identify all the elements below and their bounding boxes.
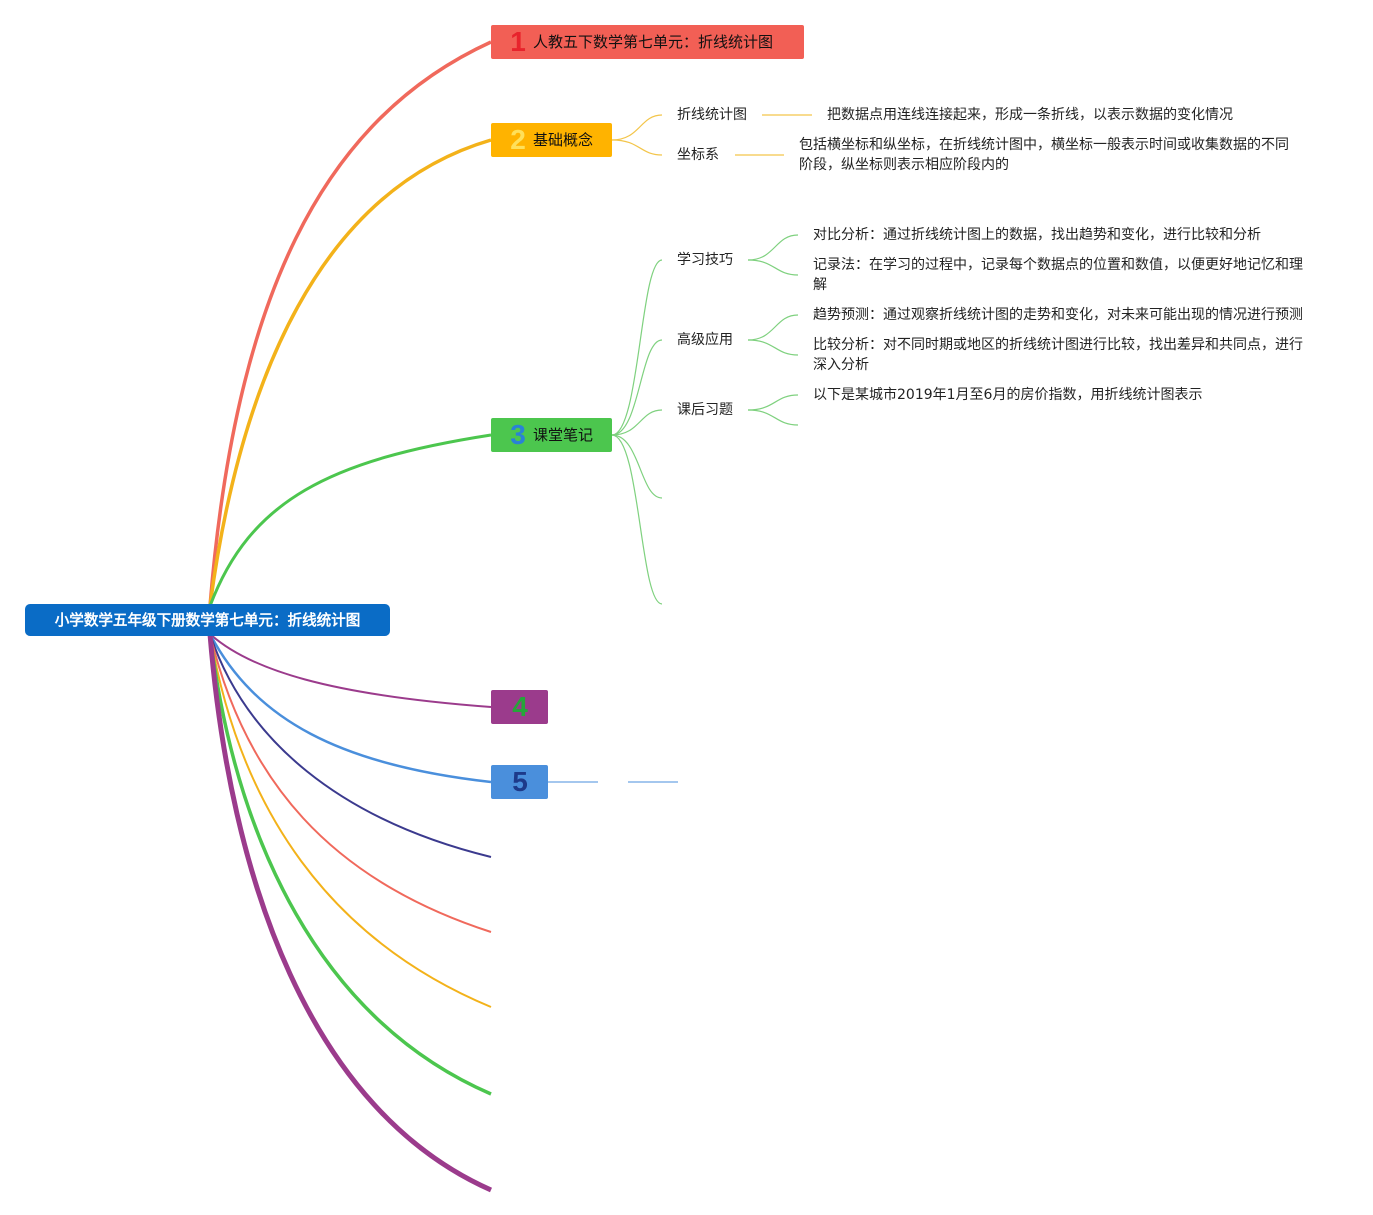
branch-topic-3 (208, 433, 492, 607)
branch-topic-5 (208, 633, 492, 784)
root-topic[interactable]: 小学数学五年级下册数学第七单元：折线统计图 (25, 604, 390, 636)
leaf-housing-price-index[interactable]: 以下是某城市2019年1月至6月的房价指数，用折线统计图表示 (813, 387, 1203, 403)
root-label: 小学数学五年级下册数学第七单元：折线统计图 (54, 611, 361, 629)
branch-empty-yellow (209, 633, 492, 1008)
subtopic-advanced-application[interactable]: 高级应用 (677, 332, 733, 348)
topic-4[interactable]: 4 (491, 690, 548, 724)
topic-number-3: 3 (510, 419, 526, 450)
topic-label-1: 人教五下数学第七单元：折线统计图 (533, 33, 774, 51)
topic-number-2: 2 (510, 124, 526, 155)
branch-empty-coral (209, 633, 492, 933)
subtopic-line-chart[interactable]: 折线统计图 (677, 107, 747, 123)
topic-1[interactable]: 1 人教五下数学第七单元：折线统计图 (491, 25, 804, 59)
leaf-trend-prediction[interactable]: 趋势预测：通过观察折线统计图的走势和变化，对未来可能出现的情况进行预测 (813, 307, 1303, 323)
topic-label-2: 基础概念 (533, 131, 594, 149)
branch-empty-navy (209, 633, 492, 858)
branch-topic-2 (208, 138, 492, 607)
branch-topic-4 (209, 633, 492, 708)
branch-topic-1 (208, 40, 492, 607)
leaf-line-chart-detail[interactable]: 把数据点用连线连接起来，形成一条折线，以表示数据的变化情况 (827, 107, 1233, 123)
topic-number-5: 5 (512, 766, 528, 797)
topic-5[interactable]: 5 (491, 765, 548, 799)
topic-number-4: 4 (512, 691, 528, 722)
topic-2[interactable]: 2 基础概念 (491, 123, 612, 157)
topic-label-3: 课堂笔记 (533, 426, 594, 444)
subtopic-coordinate-system[interactable]: 坐标系 (677, 147, 719, 163)
topic-number-1: 1 (510, 26, 526, 57)
leaf-coordinate-system-detail[interactable]: 包括横坐标和纵坐标，在折线统计图中，横坐标一般表示时间或收集数据的不同阶段，纵坐… (799, 137, 1289, 173)
leaf-comparative-analysis[interactable]: 比较分析：对不同时期或地区的折线统计图进行比较，找出差异和共同点，进行深入分析 (813, 337, 1303, 373)
subtopic-homework[interactable]: 课后习题 (677, 402, 733, 418)
leaf-recording-method[interactable]: 记录法：在学习的过程中，记录每个数据点的位置和数值，以便更好地记忆和理解 (813, 257, 1303, 293)
branch-empty-purple (207, 633, 493, 1193)
subtopic-study-tips[interactable]: 学习技巧 (677, 252, 733, 268)
topic-3[interactable]: 3 课堂笔记 (491, 418, 612, 452)
leaf-comparison-analysis[interactable]: 对比分析：通过折线统计图上的数据，找出趋势和变化，进行比较和分析 (813, 227, 1261, 243)
branch-empty-green (208, 633, 492, 1096)
